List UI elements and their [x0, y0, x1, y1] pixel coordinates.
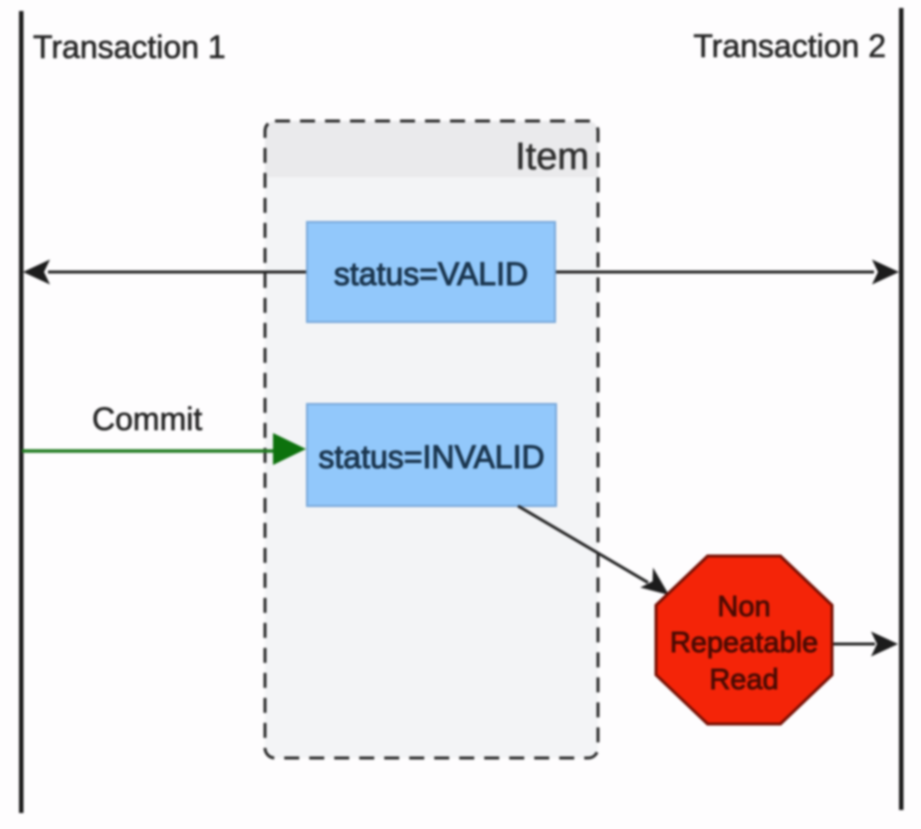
svg-text:status=INVALID: status=INVALID [318, 439, 544, 475]
svg-text:Non: Non [717, 591, 770, 623]
svg-text:Transaction 2: Transaction 2 [693, 28, 886, 64]
svg-text:Repeatable: Repeatable [670, 627, 818, 659]
svg-text:Read: Read [709, 664, 778, 696]
svg-text:Transaction 1: Transaction 1 [33, 29, 226, 65]
svg-text:Item: Item [515, 136, 589, 178]
svg-text:status=VALID: status=VALID [334, 256, 528, 292]
svg-text:Commit: Commit [92, 401, 202, 437]
